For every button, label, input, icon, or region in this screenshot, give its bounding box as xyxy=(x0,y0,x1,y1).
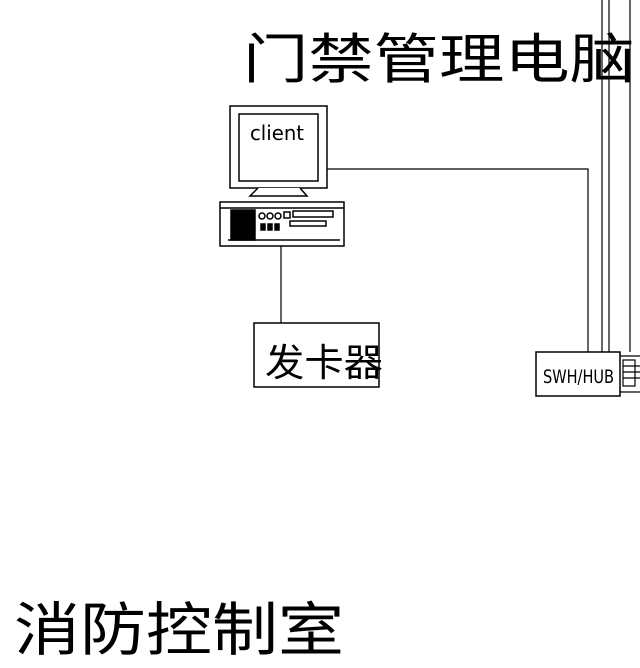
client-computer xyxy=(219,105,345,247)
switch-box xyxy=(535,351,621,397)
screen-label: client xyxy=(250,121,304,145)
desktop-unit xyxy=(219,201,345,247)
diagram-title: 门禁管理电脑 xyxy=(243,28,635,91)
switch-label: SWH/HUB xyxy=(543,366,614,388)
connection-lines xyxy=(280,168,589,352)
monitor-screen xyxy=(238,113,319,182)
monitor xyxy=(229,105,328,197)
card-issuer-label: 发卡器 xyxy=(265,341,383,385)
client-to-switch-line xyxy=(327,168,589,352)
card-issuer-box xyxy=(253,322,380,388)
uplink-lines xyxy=(601,0,631,352)
room-label: 消防控制室 xyxy=(14,596,344,664)
switch-ports xyxy=(620,355,640,393)
